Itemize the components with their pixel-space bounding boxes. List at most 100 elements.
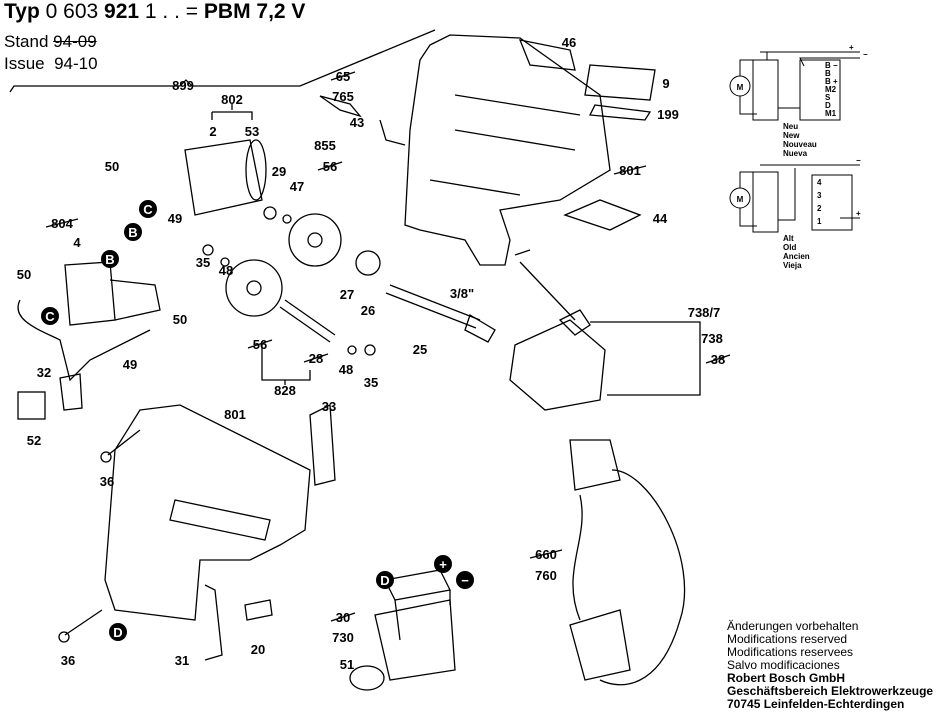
part-199 — [588, 104, 652, 121]
strike-mark — [330, 612, 356, 622]
badge-letter: B — [105, 252, 114, 267]
terminal-label: D — [825, 101, 831, 110]
housing-upper — [404, 34, 611, 266]
strike-mark — [529, 549, 563, 559]
note-line: Änderungen vorbehalten — [727, 619, 859, 633]
part-label: 50 — [17, 267, 31, 282]
wiring-caption: Neu — [783, 122, 798, 131]
part-label: 29 — [272, 164, 286, 179]
gear-hub — [307, 232, 323, 248]
badge-circle — [109, 623, 127, 641]
note-line: Modifications reserved — [727, 632, 848, 646]
part-label: 36 — [100, 474, 114, 489]
washer-47 — [282, 214, 292, 224]
motor-end — [245, 139, 267, 201]
housing-lower-detail — [169, 499, 271, 541]
chuck-738 — [509, 319, 606, 411]
part-label: 47 — [290, 179, 304, 194]
bushing-29 — [263, 206, 277, 220]
gear-56 — [225, 259, 283, 317]
bracket-802 — [211, 104, 253, 120]
label-20 — [244, 599, 273, 621]
switch-trigger — [109, 279, 161, 321]
part-label: 31 — [175, 653, 189, 668]
bracket-738 — [590, 321, 701, 396]
washer-48 — [220, 257, 230, 267]
stand-line: Stand 94-09 — [4, 32, 97, 51]
notes-block: Änderungen vorbehalten Modifications res… — [727, 620, 933, 711]
part-label: 801 — [224, 407, 246, 422]
part-label: 35 — [364, 375, 378, 390]
contact-32 — [59, 373, 83, 411]
part-label: 52 — [27, 433, 41, 448]
badge-circle — [376, 571, 394, 589]
motor-symbol: M — [737, 195, 744, 204]
part-label: 738/7 — [688, 305, 721, 320]
part-label: 36 — [61, 653, 75, 668]
minus-sign: − — [856, 156, 861, 165]
pad-52 — [17, 391, 46, 420]
minus-sign: − — [863, 50, 868, 59]
strike-mark — [45, 218, 79, 228]
cap-51 — [349, 665, 385, 691]
part-label: 49 — [168, 211, 182, 226]
bushing-35 — [202, 244, 214, 256]
part-label: 50 — [105, 159, 119, 174]
badge-letter: C — [143, 202, 153, 217]
badge-letter: − — [461, 573, 469, 588]
part-label: 3/8" — [450, 286, 474, 301]
wiring-caption: Vieja — [783, 261, 802, 270]
plate-9 — [584, 64, 656, 101]
terminal-label: 3 — [817, 191, 822, 200]
part-31 — [204, 584, 223, 661]
part-label: 35 — [196, 255, 210, 270]
part-label: 33 — [322, 399, 336, 414]
strike-mark — [317, 161, 343, 171]
wiring-caption: Alt — [783, 234, 794, 243]
spindle-25 — [385, 284, 481, 329]
chuck-key-head — [558, 309, 591, 336]
wiring-caption: New — [783, 131, 800, 140]
company-line: 70745 Leinfelden-Echterdingen — [727, 697, 905, 711]
badge-letter: + — [439, 557, 447, 572]
wiring-new — [729, 51, 860, 121]
screw-head — [100, 451, 112, 463]
wiring-caption: Ancien — [783, 252, 810, 261]
strike-mark — [247, 339, 273, 349]
strike-mark — [613, 165, 647, 175]
part-label: 32 — [37, 365, 51, 380]
part-label: 4 — [73, 235, 81, 250]
clip-43 — [379, 119, 406, 146]
terminal-label: M1 — [825, 109, 837, 118]
motor — [184, 139, 263, 216]
chuck-key — [514, 249, 576, 321]
part-label: 199 — [657, 107, 679, 122]
part-label: 46 — [562, 35, 576, 50]
terminal-label: 1 — [817, 217, 822, 226]
badge-circle — [41, 307, 59, 325]
part-label: 51 — [340, 657, 354, 672]
wiring-caption: Nueva — [783, 149, 808, 158]
note-line: Modifications reservees — [727, 645, 854, 659]
terminal-label: B — [825, 69, 831, 78]
note-line: Salvo modificaciones — [727, 658, 840, 672]
part-label: 50 — [173, 312, 187, 327]
terminal-label: M2 — [825, 85, 837, 94]
motor-symbol: M — [737, 83, 744, 92]
issue-line: Issue 94-10 — [4, 54, 98, 73]
part-label: 730 — [332, 630, 354, 645]
plus-sign: + — [856, 209, 861, 218]
badge-letter: D — [380, 573, 389, 588]
part-33 — [309, 403, 336, 486]
plus-sign: + — [849, 43, 854, 52]
wire-50 — [17, 299, 151, 382]
part-label: 48 — [339, 362, 353, 377]
wiring-caption: Nouveau — [783, 140, 817, 149]
battery-detail — [394, 590, 451, 641]
part-label: 20 — [251, 642, 265, 657]
strike-mark — [705, 354, 731, 364]
pinion-shaft — [279, 299, 336, 343]
terminal-label: 2 — [817, 204, 822, 213]
